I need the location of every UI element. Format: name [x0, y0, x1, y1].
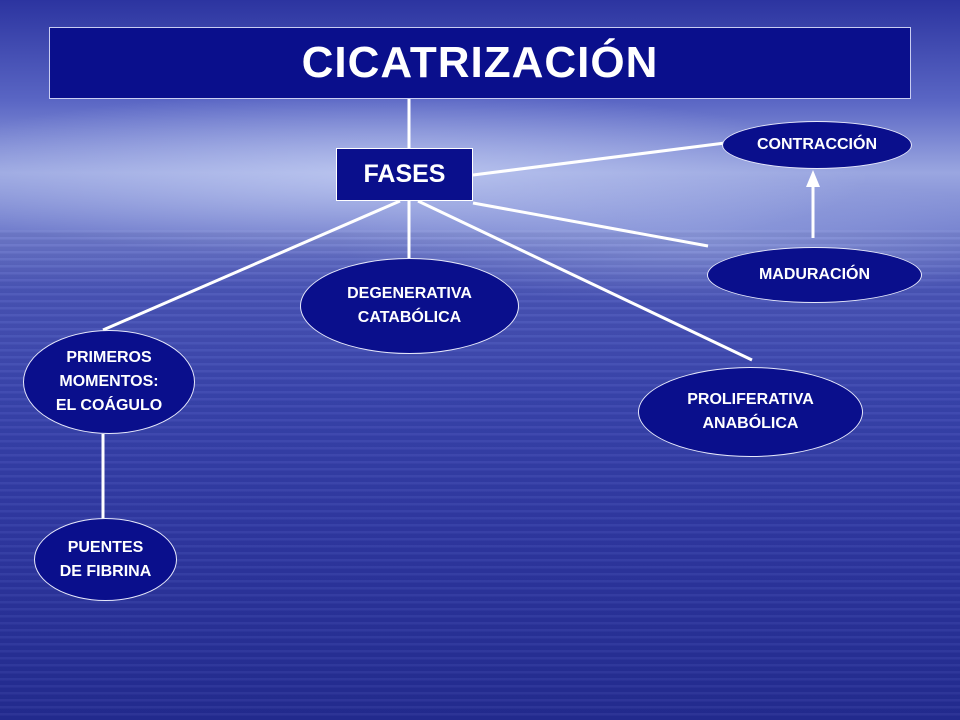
node-contraccion: CONTRACCIÓN [722, 121, 912, 169]
line-fases-maduracion [472, 201, 709, 248]
node-primeros-momentos-label: PRIMEROS MOMENTOS: EL COÁGULO [55, 349, 163, 414]
arrow-head-icon [806, 170, 820, 187]
node-contraccion-label: CONTRACCIÓN [757, 136, 877, 153]
node-maduracion: MADURACIÓN [707, 247, 922, 303]
fases-box: FASES [336, 148, 473, 201]
node-degenerativa-label: DEGENERATIVA CATABÓLICA [347, 285, 472, 326]
node-primeros-momentos: PRIMEROS MOMENTOS: EL COÁGULO [23, 330, 195, 434]
node-puentes-fibrina: PUENTES DE FIBRINA [34, 518, 177, 601]
line-fases-proliferativa [417, 199, 753, 362]
fases-label: FASES [363, 160, 446, 188]
node-proliferativa-label: PROLIFERATIVA ANABÓLICA [687, 391, 814, 432]
node-puentes-fibrina-label: PUENTES DE FIBRINA [59, 538, 152, 580]
title-box: CICATRIZACIÓN [49, 27, 911, 99]
diagram-title: CICATRIZACIÓN [301, 38, 659, 87]
node-proliferativa: PROLIFERATIVA ANABÓLICA [638, 367, 863, 457]
node-degenerativa: DEGENERATIVA CATABÓLICA [300, 258, 519, 354]
line-fases-primeros [102, 199, 401, 332]
line-fases-contraccion [472, 141, 726, 177]
node-maduracion-label: MADURACIÓN [758, 266, 871, 283]
